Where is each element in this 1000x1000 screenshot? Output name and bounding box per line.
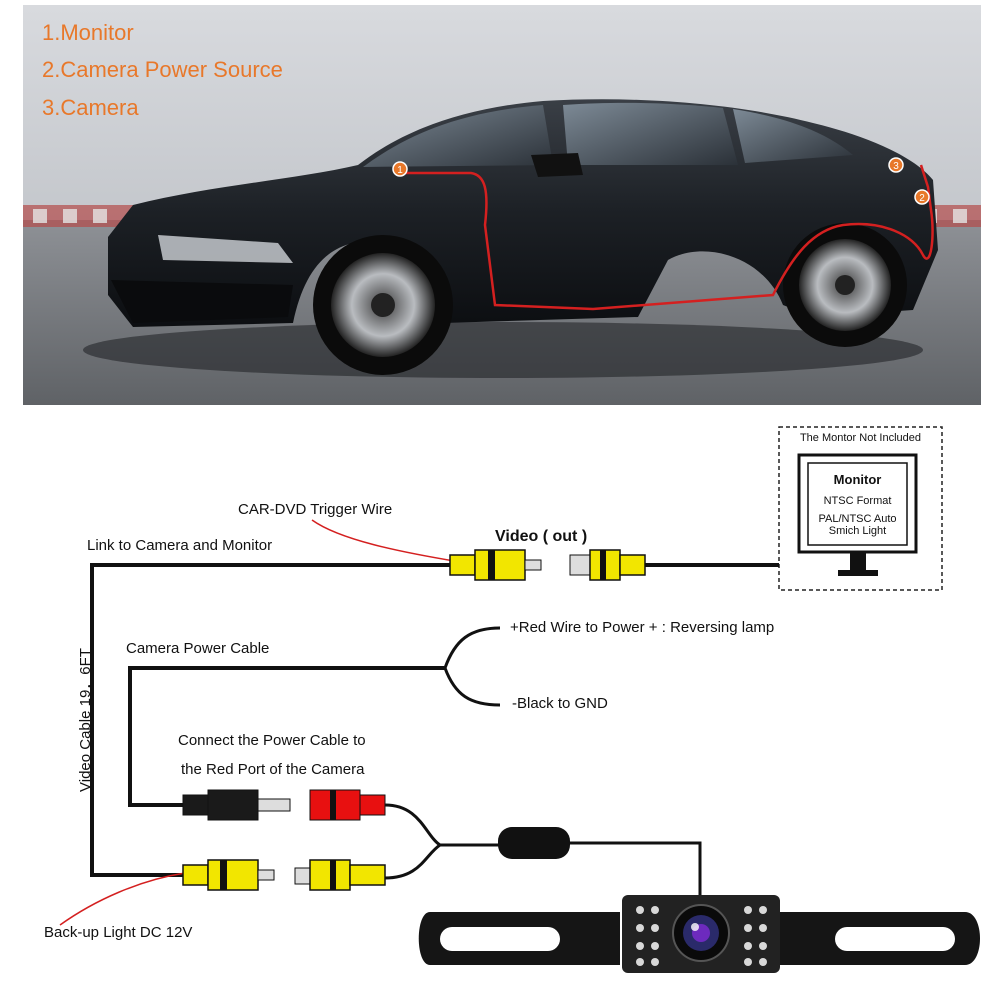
marker-2-label: 2 <box>919 193 925 204</box>
cable-module <box>498 827 570 859</box>
video-out-label: Video ( out ) <box>495 528 588 545</box>
monitor-note: The Montor Not Included <box>799 432 922 444</box>
trigger-wire-label: CAR-DVD Trigger Wire <box>238 501 393 518</box>
legend-item-camera: 3.Camera <box>42 95 139 120</box>
monitor-line3: Smich Light <box>828 525 887 537</box>
power-cable <box>128 666 445 807</box>
marker-3-label: 3 <box>893 161 899 172</box>
rca-yellow-male-bottom <box>182 859 275 891</box>
connect-label-line1: Connect the Power Cable to <box>178 732 366 749</box>
power-cable-label: Camera Power Cable <box>126 640 270 657</box>
red-wire-label: +Red Wire to Power + : Reversing lamp <box>510 619 775 636</box>
marker-1-label: 1 <box>397 165 403 176</box>
monitor-line1: NTSC Format <box>823 495 892 507</box>
rca-yellow-female-bottom <box>294 859 386 891</box>
trigger-wire <box>311 519 461 563</box>
car-photo: 1 3 2 <box>23 5 981 405</box>
connect-label-line2: the Red Port of the Camera <box>181 761 365 778</box>
marker-3: 3 <box>888 157 904 173</box>
monitor-screen <box>797 453 918 554</box>
wire-route <box>398 164 934 311</box>
monitor-stand <box>838 570 878 576</box>
marker-1: 1 <box>392 161 408 177</box>
monitor-dashed-box <box>778 426 943 591</box>
license-plate-camera <box>418 895 980 973</box>
black-wire-label: -Black to GND <box>512 695 608 712</box>
monitor-line2: PAL/NTSC Auto <box>818 513 897 525</box>
marker-2: 2 <box>914 189 930 205</box>
rca-black-power <box>182 789 291 821</box>
video-cable-label: Video Cable 19．6FT <box>77 648 94 792</box>
rca-yellow-female-top <box>569 549 646 581</box>
video-cable <box>90 563 455 877</box>
backup-light-label: Back-up Light DC 12V <box>44 924 193 941</box>
monitor-title: Monitor <box>833 472 882 487</box>
legend-item-power-source: 2.Camera Power Source <box>42 57 283 82</box>
link-label: Link to Camera and Monitor <box>87 537 273 554</box>
backup-wire <box>59 872 186 926</box>
car-illustration: 1 3 2 <box>23 5 981 405</box>
rca-yellow-male-top <box>449 549 542 581</box>
rca-red-camera-port <box>309 789 386 821</box>
legend-item-monitor: 1.Monitor <box>42 20 134 45</box>
